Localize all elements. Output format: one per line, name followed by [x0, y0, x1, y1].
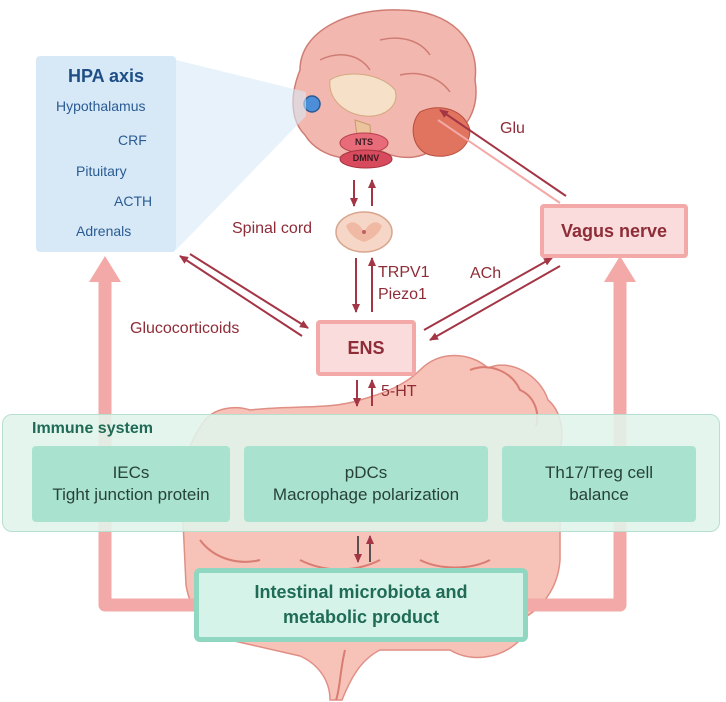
hpa-pituitary: Pituitary — [76, 163, 127, 179]
hpa-hypothalamus: Hypothalamus — [56, 98, 146, 114]
piezo1-label: Piezo1 — [378, 286, 427, 303]
trpv1-label: TRPV1 — [378, 264, 430, 281]
immune-box-line2: Tight junction protein — [52, 485, 210, 504]
5ht-label: 5-HT — [381, 383, 417, 400]
spinal-cord-section — [335, 211, 393, 253]
immune-box-line2: balance — [569, 485, 629, 504]
glucocorticoids-label: Glucocorticoids — [130, 320, 240, 337]
microbiota-line1: Intestinal microbiota and — [254, 581, 468, 602]
brain-illustration — [292, 9, 477, 169]
loop-arrow-left — [98, 270, 194, 612]
ach-label: ACh — [470, 265, 502, 282]
dmnv-label: DMNV — [352, 153, 380, 163]
nts-label: NTS — [355, 137, 373, 147]
immune-box-line2: Macrophage polarization — [272, 485, 460, 504]
loop-arrow-right — [528, 270, 627, 612]
immune-box-pdcs: pDCs Macrophage polarization — [244, 446, 488, 522]
hpa-acth: ACTH — [114, 193, 153, 209]
arrow-ach-up — [423, 257, 553, 331]
immune-box-th17-treg: Th17/Treg cell balance — [502, 446, 696, 522]
glu-arrow — [437, 109, 567, 204]
ens-box: ENS — [316, 320, 416, 376]
arrow-gluco-down — [189, 253, 309, 329]
arrow-ach-down — [429, 265, 561, 341]
vagus-nerve-box: Vagus nerve — [540, 204, 688, 258]
hpa-projection — [176, 60, 306, 250]
hpa-axis-title: HPA axis — [67, 66, 145, 86]
microbiota-line2: metabolic product — [282, 607, 439, 627]
immune-system-title: Immune system — [32, 420, 153, 437]
spinal-cord-label: Spinal cord — [232, 220, 313, 237]
microbiota-box: Intestinal microbiota and metabolic prod… — [194, 568, 528, 642]
immune-box-iecs: IECs Tight junction protein — [32, 446, 230, 522]
immune-box-line1: IECs — [112, 462, 150, 482]
immune-box-line1: pDCs — [344, 462, 388, 482]
immune-box-line1: Th17/Treg cell — [544, 462, 654, 482]
glu-label: Glu — [500, 120, 525, 137]
hpa-axis-box — [36, 56, 176, 252]
arrow-gluco-up — [179, 255, 303, 337]
hpa-adrenals: Adrenals — [76, 223, 132, 239]
hpa-crf: CRF — [118, 132, 147, 148]
